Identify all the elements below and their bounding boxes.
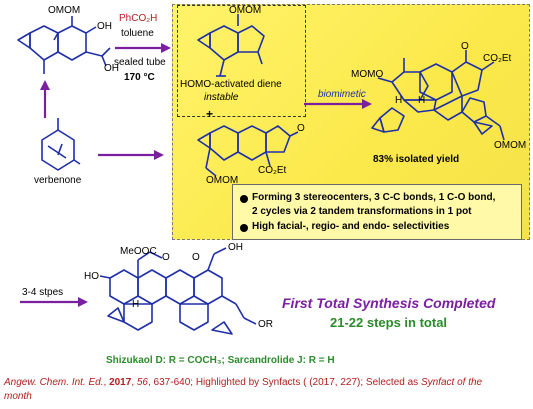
cycloadduct-structure bbox=[371, 50, 505, 141]
diene-omom-label: OMOM bbox=[229, 5, 262, 16]
product-h-label-1: H bbox=[395, 95, 403, 106]
dienophile-structure bbox=[197, 125, 299, 177]
shizukaol-structure bbox=[99, 247, 257, 335]
reactant-oh-label-2: OH bbox=[104, 63, 119, 74]
diene-dashed-box bbox=[177, 5, 306, 117]
dienophile-omom-label: OMOM bbox=[206, 175, 239, 186]
final-compound-caption: Shizukaol D: R = COCH₃; Sarcandrolide J:… bbox=[106, 355, 335, 366]
product-h-label-2: H bbox=[418, 95, 426, 106]
product-momo-label: MOMO bbox=[351, 69, 384, 80]
product-omom-label: OMOM bbox=[494, 140, 527, 151]
reagent-acid: PhCO₂H bbox=[119, 13, 158, 24]
diene-structure bbox=[197, 14, 265, 77]
product-ester-label: CO₂Et bbox=[483, 53, 512, 64]
bullet-dot-1 bbox=[240, 195, 248, 203]
dienophile-ester-label: CO₂Et bbox=[258, 165, 287, 176]
final-h-label: H bbox=[132, 299, 140, 310]
verbenone-label: verbenone bbox=[34, 175, 82, 186]
plus-sign: + bbox=[206, 107, 214, 121]
summary-box bbox=[232, 184, 522, 240]
condition-temperature: 170 °C bbox=[124, 72, 155, 83]
headline-step-count: 21-22 steps in total bbox=[330, 315, 448, 330]
citation-tail: Synfact of the bbox=[420, 377, 483, 388]
reaction-arrows bbox=[20, 43, 372, 307]
reactant-structure bbox=[17, 16, 111, 74]
steps-label: 3-4 stpes bbox=[22, 287, 64, 298]
reagent-solvent: toluene bbox=[121, 28, 154, 39]
condition-sealed-tube: sealed tube bbox=[114, 57, 166, 68]
yield-label: 83% isolated yield bbox=[373, 154, 460, 165]
bullet-text-2: 2 cycles via 2 tandem transformations in… bbox=[252, 206, 472, 217]
final-or-label: OR bbox=[258, 319, 273, 330]
final-oh-label: OH bbox=[228, 242, 243, 253]
diene-instable-label: instable bbox=[204, 92, 239, 103]
citation-line-1: Angew. Chem. Int. Ed., 2017, 56, 637-640… bbox=[4, 377, 483, 388]
biomimetic-label: biomimetic bbox=[318, 89, 366, 100]
final-ho-label: HO bbox=[84, 271, 99, 282]
citation-journal: Angew. Chem. Int. Ed. bbox=[4, 377, 104, 388]
headline-first-synthesis: First Total Synthesis Completed bbox=[282, 295, 496, 311]
citation-pages: , 637-640; Highlighted by Synfacts ( (20… bbox=[148, 377, 421, 388]
final-ester-label: MeOOC bbox=[120, 246, 157, 257]
dienophile-o-label: O bbox=[297, 123, 305, 134]
product-o-label: O bbox=[461, 41, 469, 52]
final-o-label-2: O bbox=[192, 252, 200, 263]
citation-year: 2017 bbox=[109, 377, 132, 388]
bullet-text-1: Forming 3 stereocenters, 3 C-C bonds, 1 … bbox=[252, 192, 496, 203]
bullet-text-3: High facial-, regio- and endo- selectivi… bbox=[252, 221, 450, 232]
citation-volume: 56 bbox=[136, 377, 148, 388]
citation-line-2: month bbox=[4, 391, 32, 402]
reactant-oh-label-1: OH bbox=[97, 21, 112, 32]
final-o-label-1: O bbox=[162, 252, 170, 263]
bullet-dot-2 bbox=[240, 224, 248, 232]
diene-caption: HOMO-activated diene bbox=[180, 79, 282, 90]
reactant-omom-label: OMOM bbox=[48, 5, 81, 16]
verbenone-structure bbox=[41, 118, 81, 171]
